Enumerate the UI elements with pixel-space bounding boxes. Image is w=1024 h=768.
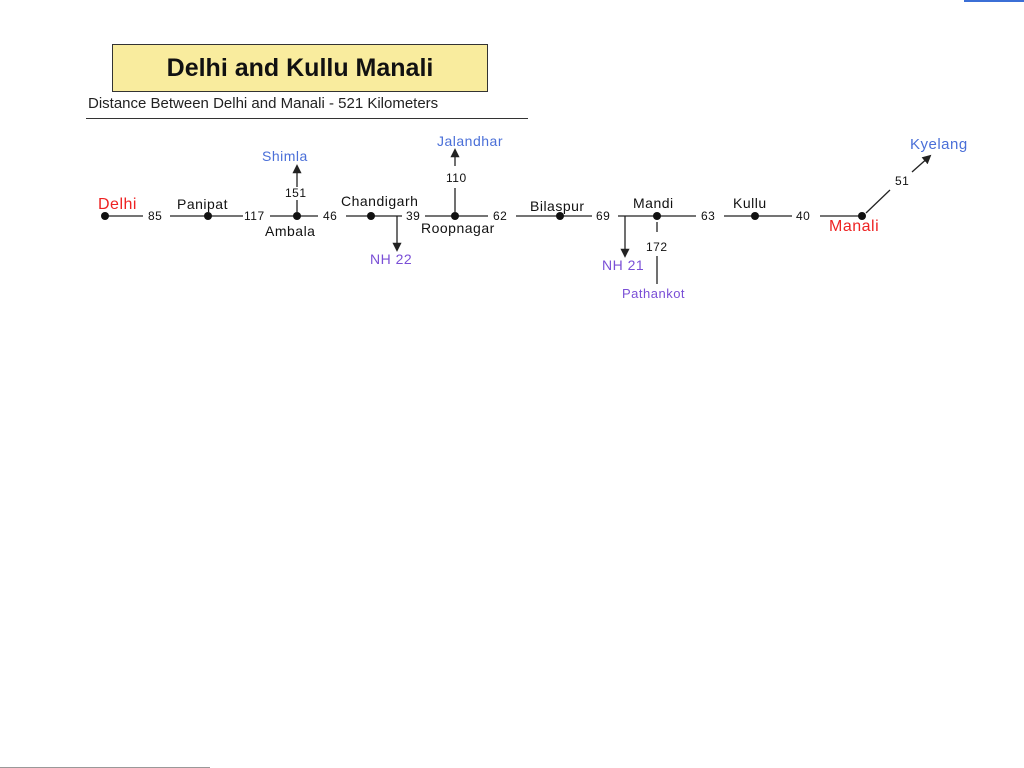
town-dot-mandi <box>653 212 661 220</box>
town-dot-roopnagar <box>451 212 459 220</box>
stop-label-kullu: Kullu <box>733 195 767 211</box>
town-dot-ambala <box>293 212 301 220</box>
branch-distance-shimla: 151 <box>285 186 307 200</box>
branch-label-nh22: NH 22 <box>370 251 412 267</box>
distance-bilaspur-mandi: 69 <box>596 209 610 223</box>
distance-chandigarh-roopnagar: 39 <box>406 209 420 223</box>
distance-panipat-ambala: 117 <box>244 209 265 223</box>
distance-delhi-panipat: 85 <box>148 209 162 223</box>
stop-label-roopnagar: Roopnagar <box>421 220 495 236</box>
distance-roopnagar-bilaspur: 62 <box>493 209 507 223</box>
origin-label: Delhi <box>98 196 137 213</box>
town-dot-manali <box>858 212 866 220</box>
branch-distance-kyelang: 51 <box>895 174 909 188</box>
kyelang-arrow <box>911 154 932 173</box>
town-dot-delhi <box>101 212 109 220</box>
branch-distance-pathankot: 172 <box>646 240 668 254</box>
corner-accent-mark <box>964 0 1024 2</box>
town-dot-panipat <box>204 212 212 220</box>
kyelang-connector <box>865 189 891 214</box>
branch-label-pathankot: Pathankot <box>622 286 685 301</box>
stop-label-panipat: Panipat <box>177 196 228 212</box>
branch-distance-jalandhar: 110 <box>446 171 467 185</box>
subtitle-underline <box>86 118 528 119</box>
stop-label-mandi: Mandi <box>633 195 674 211</box>
distance-mandi-kullu: 63 <box>701 209 715 223</box>
branch-label-jalandhar: Jalandhar <box>437 133 503 149</box>
map-subtitle: Distance Between Delhi and Manali - 521 … <box>88 95 439 112</box>
branch-label-nh21: NH 21 <box>602 257 644 273</box>
destination-label: Manali <box>829 218 879 235</box>
stop-label-bilaspur: Bilaspur <box>530 198 585 214</box>
town-dot-kullu <box>751 212 759 220</box>
stop-label-chandigarh: Chandigarh <box>341 193 418 209</box>
town-dot-bilaspur <box>556 212 564 220</box>
town-dot-chandigarh <box>367 212 375 220</box>
stop-label-ambala: Ambala <box>265 223 315 239</box>
branch-label-shimla: Shimla <box>262 148 308 164</box>
branch-label-kyelang: Kyelang <box>910 136 968 153</box>
distance-ambala-chandigarh: 46 <box>323 209 337 223</box>
distance-kullu-manali: 40 <box>796 209 810 223</box>
map-title: Delhi and Kullu Manali <box>112 44 488 92</box>
